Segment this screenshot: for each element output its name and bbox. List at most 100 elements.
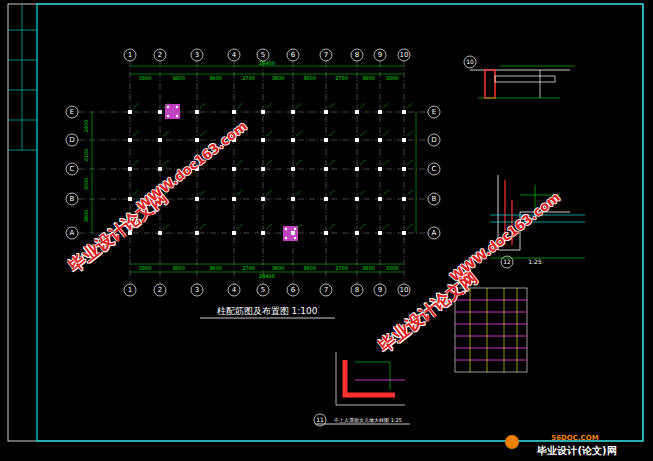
- leader-line: [133, 190, 139, 195]
- column: [232, 231, 236, 235]
- leader-line: [200, 103, 206, 108]
- leader-line: [407, 224, 413, 229]
- dimension-text: 3900: [84, 210, 89, 223]
- leader-line: [266, 131, 272, 136]
- leader-line: [296, 103, 302, 108]
- column: [378, 231, 382, 235]
- dimension-line: [130, 272, 404, 273]
- dimension-line: [130, 66, 404, 67]
- axis-number: 3: [195, 287, 199, 294]
- axis-bubble: [124, 284, 136, 296]
- axis-number: 3: [195, 52, 199, 59]
- dimension-text: 2700: [242, 76, 255, 81]
- axis-bubble: [314, 414, 326, 426]
- dimension-text: 3300: [386, 266, 399, 271]
- axis-number: 2: [158, 52, 162, 59]
- dimension-text: 3600: [362, 266, 375, 271]
- leader-line: [237, 190, 243, 195]
- column: [261, 197, 265, 201]
- leader-line: [296, 131, 302, 136]
- axis-bubble: [66, 134, 78, 146]
- column: [195, 110, 199, 114]
- column: [324, 167, 328, 171]
- column: [402, 167, 406, 171]
- column: [291, 110, 295, 114]
- axis-number: 10: [400, 52, 409, 59]
- dimension-text: 3600: [172, 266, 185, 271]
- axis-number: 9: [378, 287, 382, 294]
- axis-number: A: [432, 230, 437, 237]
- axis-number: 7: [324, 52, 328, 59]
- axis-number: 5: [261, 287, 265, 294]
- column: [291, 138, 295, 142]
- axis-line: [380, 61, 381, 284]
- axis-number: C: [70, 166, 75, 173]
- axis-bubble: [398, 284, 410, 296]
- column: [158, 231, 162, 235]
- axis-bubble: [398, 49, 410, 61]
- axis-bubble: [257, 284, 269, 296]
- axis-bubble: [351, 284, 363, 296]
- dimension-text: 毕业设计(论文)网: [537, 446, 616, 456]
- column: [291, 167, 295, 171]
- logo-mark: [505, 435, 519, 449]
- leader-line: [407, 190, 413, 195]
- dimension-text: 3600: [362, 76, 375, 81]
- column: [291, 197, 295, 201]
- axis-bubble: [124, 49, 136, 61]
- dimension-line: [130, 74, 404, 75]
- column: [195, 197, 199, 201]
- axis-bubble: [501, 256, 513, 268]
- leader-line: [360, 131, 366, 136]
- axis-number: 9: [378, 52, 382, 59]
- axis-bubble: [374, 49, 386, 61]
- axis-number: 4: [232, 52, 236, 59]
- leader-line: [383, 190, 389, 195]
- axis-number: B: [432, 196, 437, 203]
- axis-number: A: [70, 230, 75, 237]
- axis-bubble: [428, 163, 440, 175]
- column: [261, 138, 265, 142]
- axis-number: 4: [232, 287, 236, 294]
- column: [324, 231, 328, 235]
- column: [195, 231, 199, 235]
- column: [232, 110, 236, 114]
- leader-line: [133, 131, 139, 136]
- dimension-line: [416, 112, 417, 233]
- axis-line: [160, 61, 161, 284]
- rebar-table: [455, 288, 527, 372]
- leader-line: [360, 160, 366, 165]
- column: [324, 197, 328, 201]
- axis-bubble: [287, 284, 299, 296]
- axis-number: D: [431, 137, 436, 144]
- leader-line: [266, 103, 272, 108]
- leader-line: [329, 131, 335, 136]
- axis-bubble: [464, 56, 476, 68]
- leader-line: [383, 160, 389, 165]
- dimension-line: [92, 112, 93, 233]
- section-detail: [470, 66, 575, 98]
- dimension-text: 28400: [259, 61, 275, 66]
- leader-line: [237, 160, 243, 165]
- leader-line: [133, 160, 139, 165]
- column: [195, 138, 199, 142]
- column: [378, 167, 382, 171]
- dimension-text: 不上人屋面女儿墙大样图 1:25: [334, 418, 402, 423]
- column: [378, 138, 382, 142]
- leader-line: [163, 131, 169, 136]
- column: [261, 231, 265, 235]
- column: [378, 110, 382, 114]
- column: [232, 197, 236, 201]
- column: [128, 110, 132, 114]
- axis-bubble: [66, 227, 78, 239]
- dimension-text: 3600: [209, 76, 222, 81]
- axis-bubble: [320, 49, 332, 61]
- leader-line: [200, 131, 206, 136]
- axis-bubble: [320, 284, 332, 296]
- title-underline: [200, 318, 335, 319]
- dimension-text: 3000: [84, 178, 89, 191]
- axis-bubble: [428, 106, 440, 118]
- axis-bubble: [374, 284, 386, 296]
